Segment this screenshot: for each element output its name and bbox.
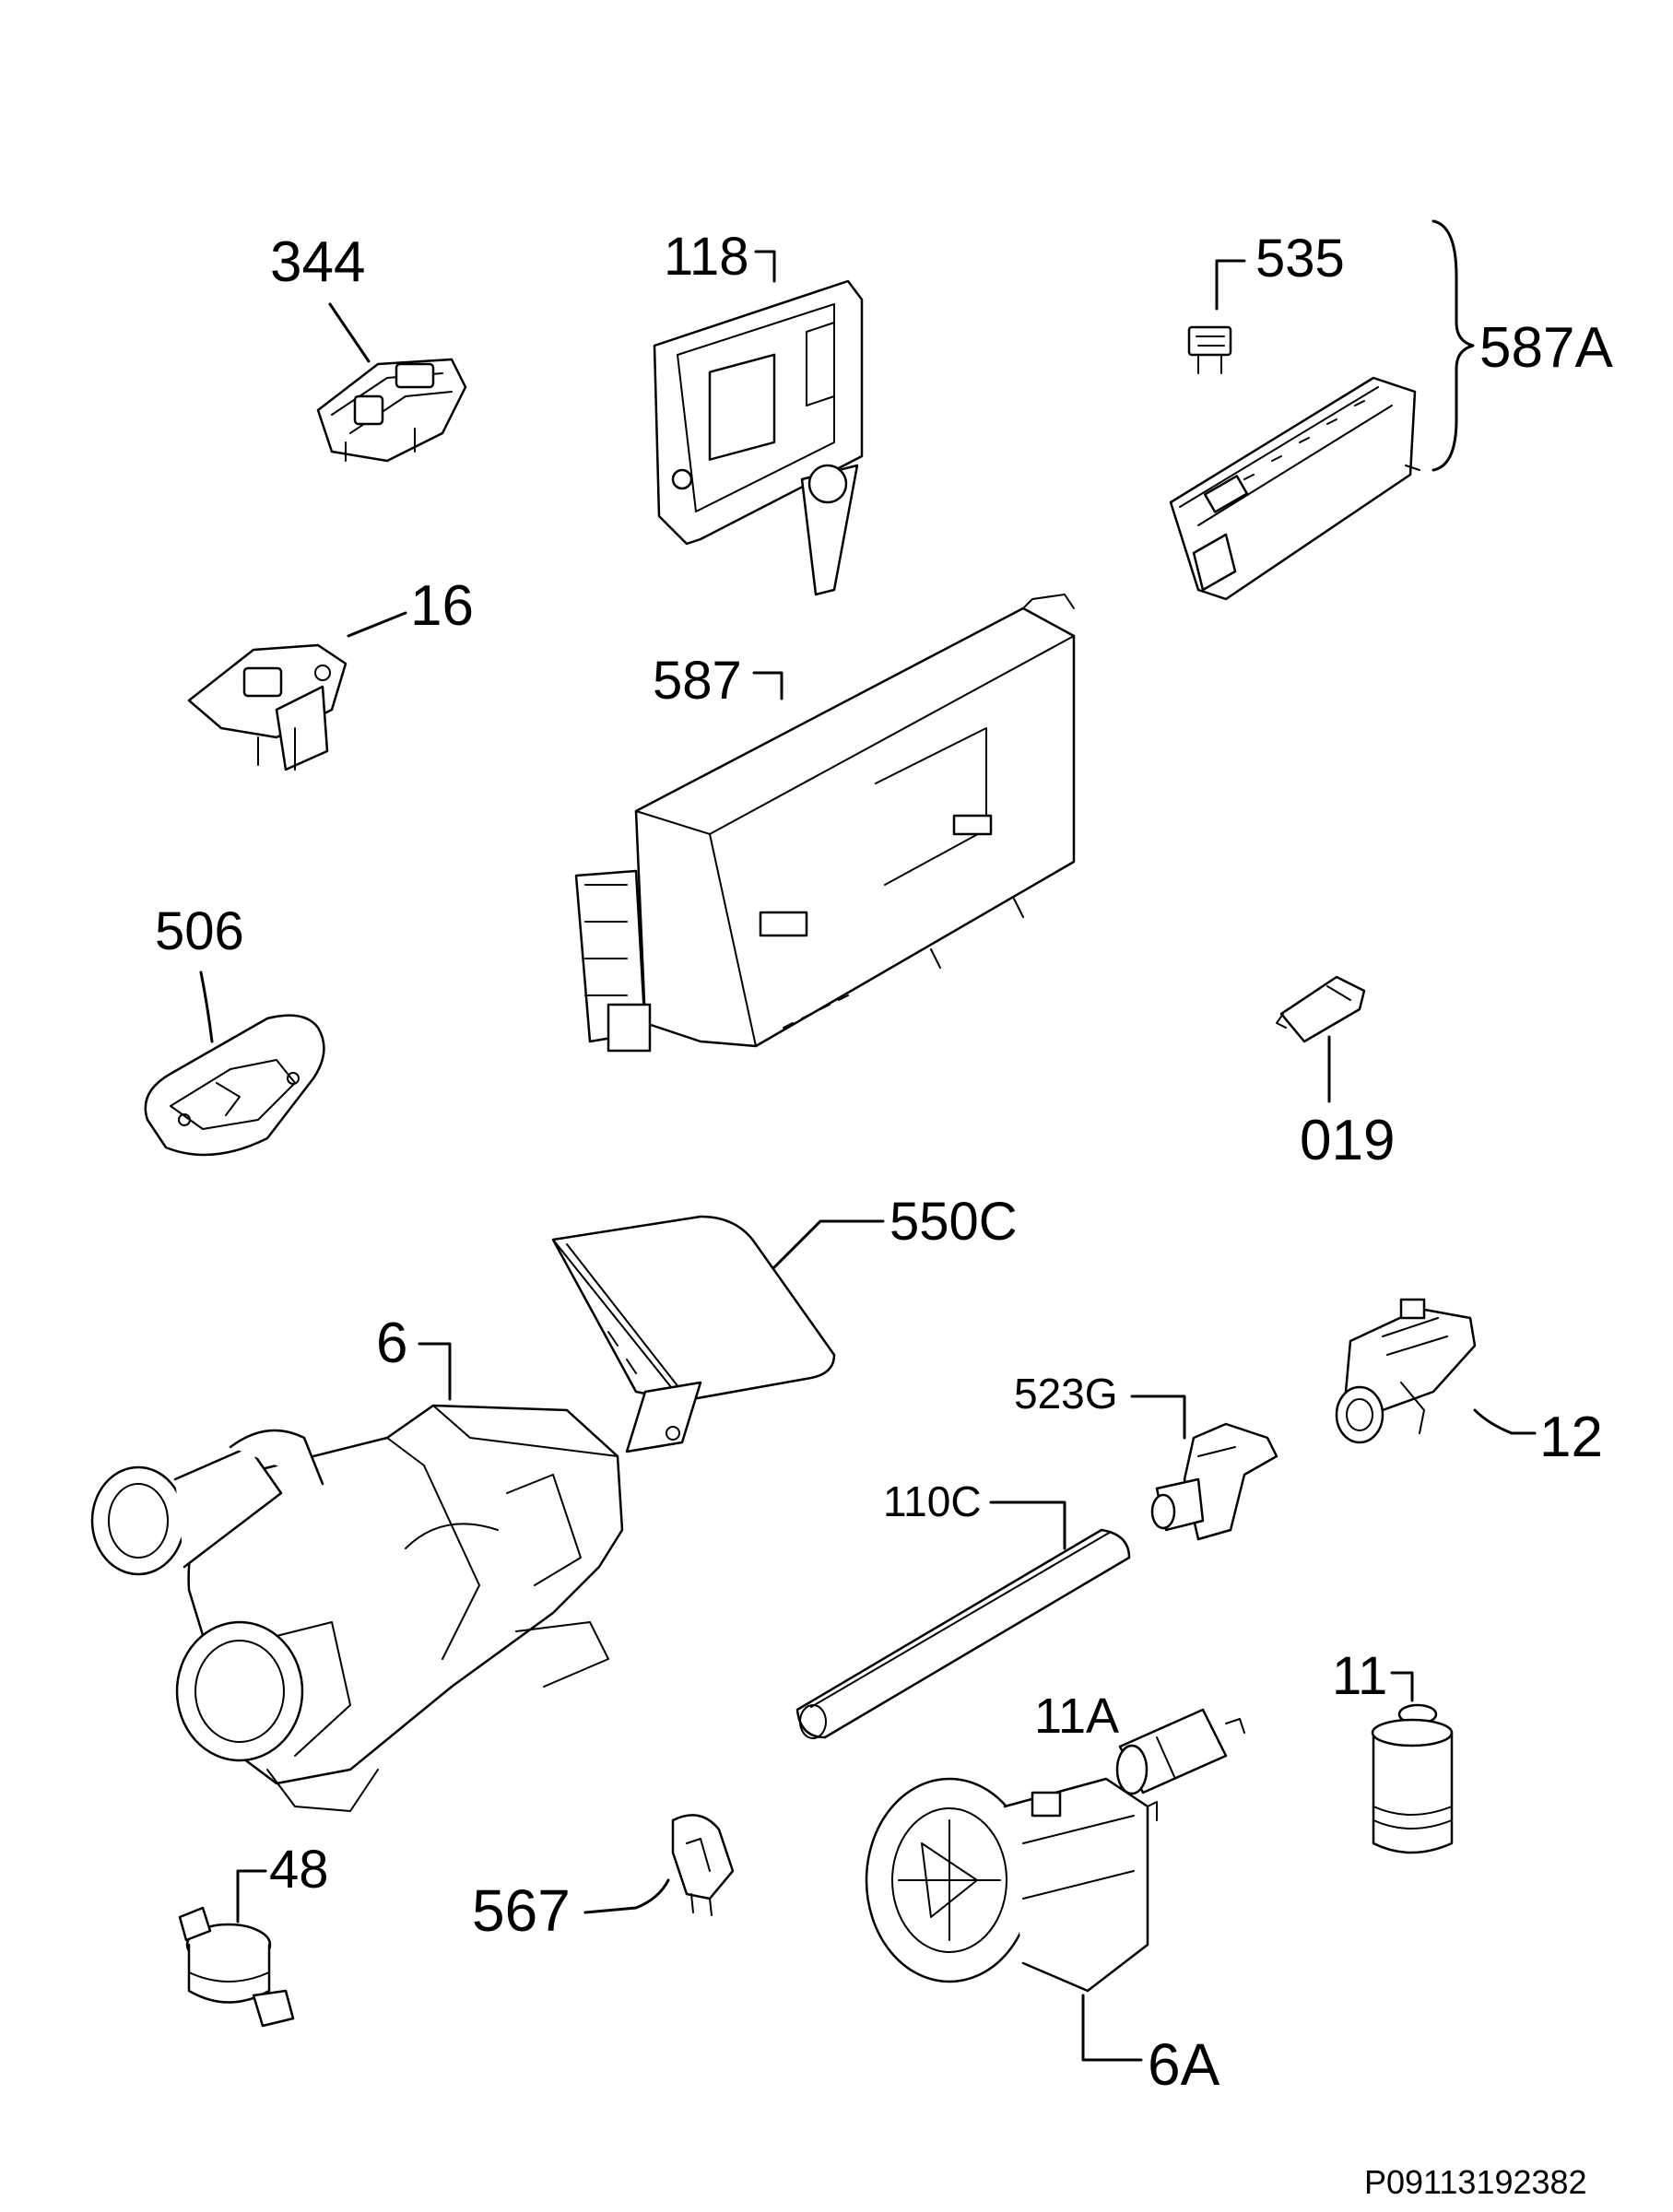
part-567[interactable]: 567 [472,1814,735,1944]
leader-line-12 [1473,1408,1537,1435]
leader-line-6A [1081,1994,1143,2062]
part-label-550C: 550C [890,1192,1018,1252]
sensor-clip-icon [144,1014,325,1157]
door-lock-icon [187,643,348,771]
leader-line-118 [754,250,776,283]
leader-line-16 [347,611,407,638]
part-label-11A: 11A [1034,1688,1119,1744]
part-label-11: 11 [1332,1646,1387,1706]
flow-meter-icon [1335,1298,1477,1444]
drain-pump-icon [865,1777,1158,1993]
part-550C[interactable]: 550C [551,1192,1018,1453]
part-019[interactable]: 019 [1276,975,1395,1172]
small-connector-icon [1276,975,1366,1043]
hose-icon [795,1528,1131,1739]
control-module-icon [1169,376,1420,601]
leader-line-567 [583,1878,670,1914]
leader-line-6 [418,1342,452,1401]
part-16[interactable]: 16 [187,574,474,771]
capacitor-icon [1371,1703,1454,1854]
part-587A[interactable]: 587A [1169,219,1613,601]
part-label-567: 567 [472,1877,571,1944]
part-506[interactable]: 506 [144,901,325,1157]
leader-line-587 [752,671,783,700]
part-587[interactable]: 587 [574,594,1076,1053]
part-label-523G: 523G [1014,1370,1118,1418]
part-label-110C: 110C [883,1477,982,1525]
dispenser-panel-icon [653,279,864,596]
part-label-019: 019 [1300,1109,1395,1172]
part-11[interactable]: 11 [1332,1646,1454,1854]
connector-icon [1187,325,1232,374]
leader-line-48 [236,1869,267,1924]
part-label-6: 6 [376,1312,407,1375]
part-label-587: 587 [653,651,742,711]
part-118[interactable]: 118 [653,227,864,596]
clip-icon [671,1814,735,1916]
brace-587A [1431,219,1475,472]
part-344[interactable]: 344 [270,230,467,463]
leader-line-506 [199,971,214,1043]
part-label-506: 506 [155,901,244,961]
cover-lid-icon [551,1215,836,1453]
leader-line-110C [989,1500,1066,1550]
part-12[interactable]: 12 [1335,1298,1603,1469]
part-6A[interactable]: 6A [865,1777,1220,2098]
leader-line-344 [328,302,371,363]
pressure-switch-icon [178,1906,295,2028]
part-6[interactable]: 6 [90,1312,624,1812]
part-110C[interactable]: 110C [795,1477,1131,1739]
part-535[interactable]: 535 [1187,229,1345,374]
part-label-48: 48 [269,1840,329,1900]
hose-connector-icon [1150,1422,1278,1541]
electronic-board-housing-icon [574,594,1076,1053]
part-11A[interactable]: 11A [1034,1688,1245,1795]
part-48[interactable]: 48 [178,1840,329,2028]
circulation-pump-icon [90,1404,624,1812]
part-label-12: 12 [1539,1406,1603,1469]
capacitor-small-icon [1115,1708,1245,1795]
valve-bracket-icon [316,358,467,463]
leader-line-535 [1215,259,1246,311]
part-label-16: 16 [410,574,474,638]
leader-line-523G [1130,1394,1186,1440]
leader-line-550C [772,1219,885,1269]
part-label-6A: 6A [1148,2031,1220,2098]
part-label-118: 118 [664,227,748,287]
part-523G[interactable]: 523G [1014,1370,1278,1541]
part-label-535: 535 [1255,229,1345,288]
drawing-code: P09113192382 [1364,2163,1587,2201]
part-label-587A: 587A [1479,316,1613,380]
leader-line-11 [1390,1671,1414,1702]
part-label-344: 344 [270,230,365,294]
